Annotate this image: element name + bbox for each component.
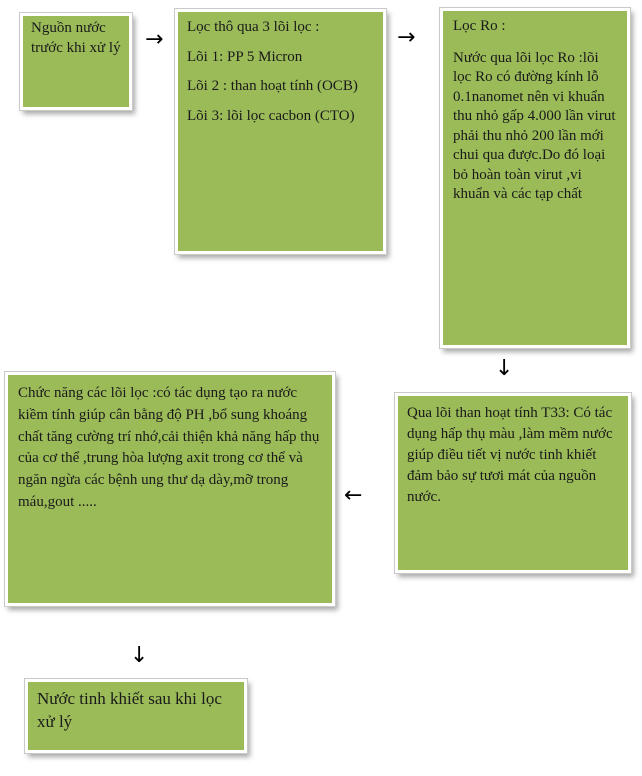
- filter-core-2: Lõi 2 : than hoạt tính (OCB): [187, 78, 358, 94]
- source-water-box: Nguồn nước trước khi xử lý: [19, 12, 133, 111]
- ro-filter-box: Lọc Ro : Nước qua lõi lọc Ro :lõi lọc Ro…: [439, 7, 631, 349]
- ro-filter-title: Lọc Ro :: [453, 18, 506, 34]
- arrow-right-icon: →: [397, 25, 416, 50]
- filter-function-box: Chức năng các lõi lọc :có tác dụng tạo r…: [4, 371, 336, 607]
- carbon-t33-description: Qua lõi than hoạt tính T33: Có tác dụng …: [407, 405, 613, 505]
- arrow-left-icon: ←: [344, 483, 363, 508]
- carbon-t33-box: Qua lõi than hoạt tính T33: Có tác dụng …: [394, 392, 632, 574]
- coarse-filter-box: Lọc thô qua 3 lõi lọc : Lõi 1: PP 5 Micr…: [174, 8, 387, 255]
- source-water-text: Nguồn nước trước khi xử lý: [31, 20, 121, 56]
- arrow-right-icon: →: [145, 27, 164, 52]
- filter-core-1: Lõi 1: PP 5 Micron: [187, 48, 303, 65]
- pure-water-result-box: Nước tinh khiết sau khi lọc xử lý: [24, 678, 248, 754]
- ro-filter-description: Nước qua lõi lọc Ro :lõi lọc Ro có đường…: [453, 49, 616, 203]
- arrow-down-icon: ↓: [130, 643, 149, 668]
- filter-function-description: Chức năng các lõi lọc :có tác dụng tạo r…: [18, 385, 320, 510]
- pure-water-result-text: Nước tinh khiết sau khi lọc xử lý: [37, 689, 222, 731]
- coarse-filter-title: Lọc thô qua 3 lõi lọc :: [187, 19, 320, 35]
- arrow-down-icon: ↓: [495, 356, 514, 381]
- filter-core-3: Lõi 3: lõi lọc cacbon (CTO): [187, 107, 355, 124]
